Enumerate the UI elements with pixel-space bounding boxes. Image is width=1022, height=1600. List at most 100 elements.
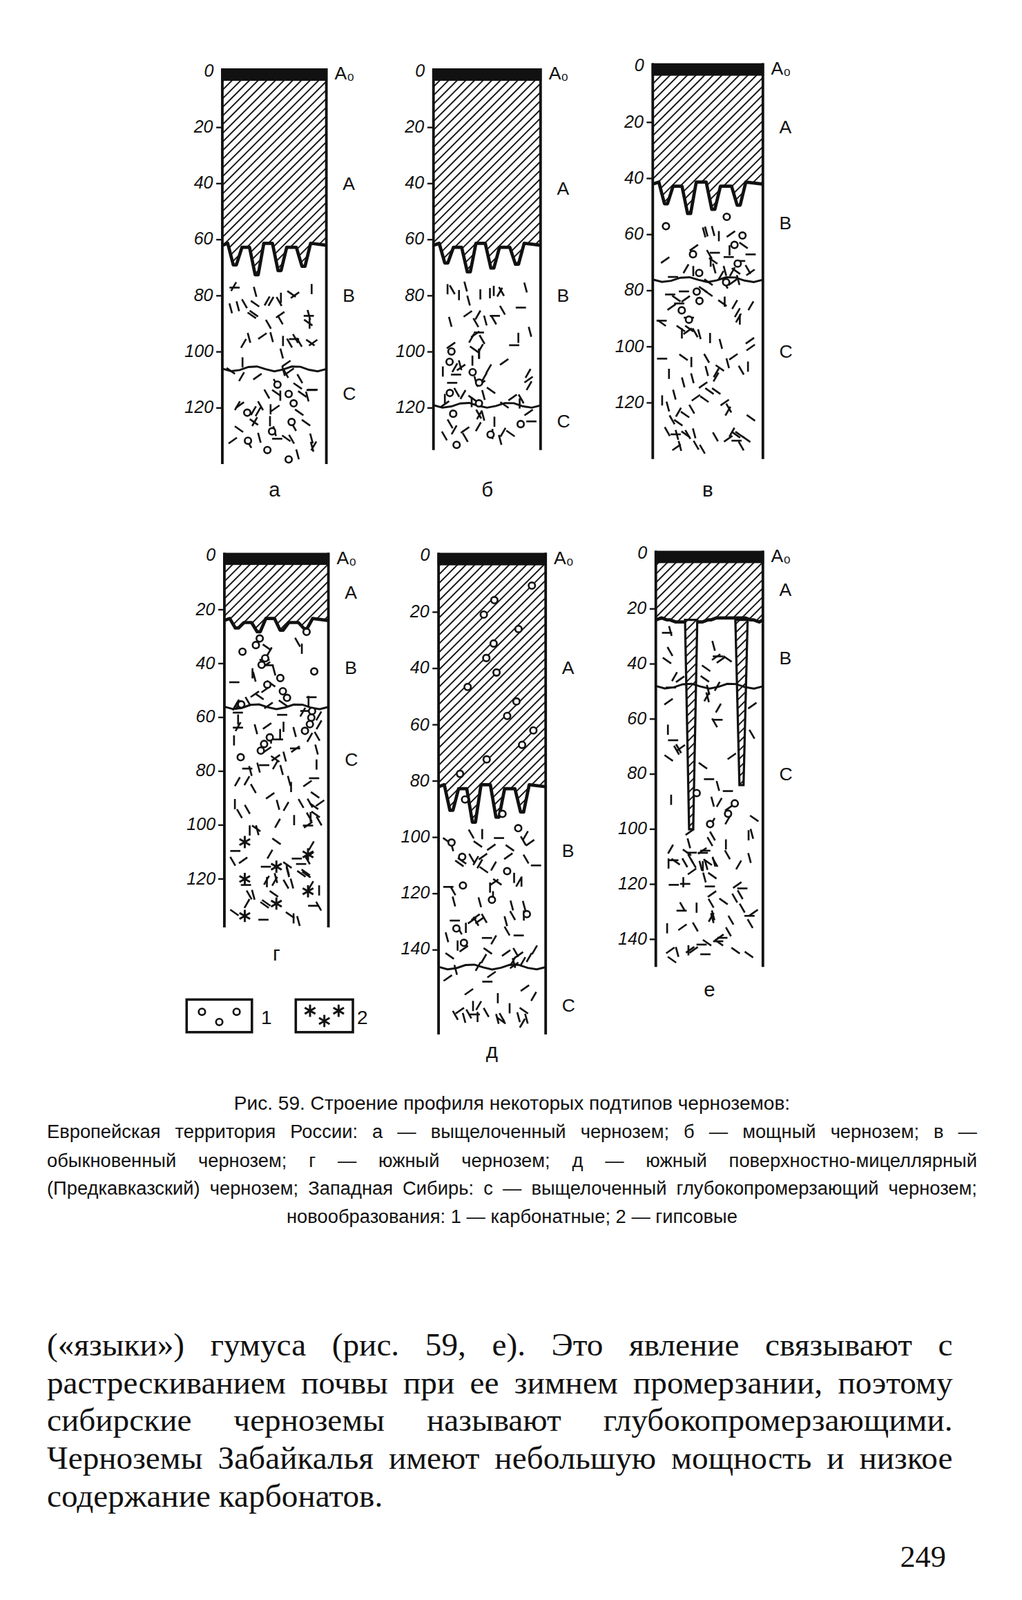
horizon-boundary (222, 366, 327, 372)
soil-texture (664, 427, 670, 437)
soil-texture (445, 952, 454, 959)
depth-number: 20 (624, 111, 644, 133)
soil-texture (510, 900, 514, 911)
horizon-label: C (778, 763, 793, 786)
depth-number: 60 (194, 229, 214, 250)
soil-texture (252, 417, 257, 427)
soil-texture (229, 286, 240, 289)
depth-number: 80 (410, 770, 430, 792)
carbonate-mark (448, 839, 455, 846)
depth-number: 120 (400, 883, 430, 904)
soil-texture (682, 858, 688, 868)
humus-boundary (438, 784, 546, 822)
humus-boundary (433, 243, 541, 272)
soil-texture (293, 383, 302, 389)
depth-number: 60 (627, 709, 647, 730)
soil-texture (307, 904, 319, 907)
carbonate-mark (490, 596, 498, 603)
soil-texture (452, 1010, 458, 1020)
soil-texture (508, 344, 520, 347)
soil-texture (520, 985, 529, 991)
depth-number: 80 (627, 763, 647, 785)
horizon-label: A (562, 658, 575, 680)
soil-texture (241, 357, 244, 368)
soil-texture (473, 917, 479, 927)
soil-texture (716, 703, 721, 713)
carbonate-mark (523, 910, 530, 918)
soil-texture (689, 404, 694, 414)
soil-texture (687, 868, 697, 875)
soil-texture (238, 857, 248, 864)
depth-tick (649, 828, 657, 831)
soil-texture (661, 394, 664, 406)
soil-texture (443, 975, 452, 981)
soil-texture (473, 841, 482, 847)
soil-texture (526, 952, 532, 962)
depth-number: 40 (404, 173, 424, 195)
soil-texture (263, 875, 269, 885)
soil-texture (524, 282, 527, 293)
soil-texture (302, 871, 311, 877)
soil-texture (308, 841, 314, 851)
soil-texture (293, 814, 296, 826)
soil-texture (475, 422, 481, 432)
soil-texture (708, 872, 717, 879)
soil-texture (276, 799, 280, 810)
soil-texture (667, 724, 670, 735)
soil-texture (673, 389, 677, 400)
carbonate-mark (517, 420, 524, 427)
soil-texture (517, 332, 520, 344)
depth-number: 100 (395, 341, 425, 363)
soil-texture (477, 410, 482, 420)
soil-texture (502, 950, 511, 956)
humus-horizon (433, 80, 541, 273)
carbonate-mark (685, 316, 692, 323)
soil-texture (656, 357, 668, 360)
soil-texture (714, 368, 719, 378)
soil-texture (712, 640, 716, 651)
soil-texture (686, 851, 697, 854)
depth-tick (649, 773, 657, 775)
soil-texture (301, 419, 311, 426)
soil-texture (226, 368, 235, 374)
soil-texture (258, 919, 269, 922)
carbonate-mark (487, 430, 494, 438)
soil-texture (464, 281, 467, 292)
litter-layer (651, 63, 764, 76)
soil-texture (722, 789, 734, 793)
depth-tick (218, 716, 225, 719)
soil-texture (285, 368, 294, 375)
soil-texture (490, 935, 496, 945)
depth-number: 60 (624, 224, 644, 246)
soil-texture (250, 301, 259, 307)
depth-number: 20 (410, 602, 430, 623)
horizon-label: C (344, 749, 358, 772)
soil-texture (296, 916, 300, 927)
gypsum-mark (239, 875, 250, 882)
soil-texture (315, 744, 319, 755)
soil-texture (253, 373, 262, 380)
soil-texture (287, 338, 293, 348)
caption-text: Европейская территория России: а — выщел… (46, 1117, 978, 1230)
carbonate-mark (480, 611, 487, 618)
depth-tick (646, 401, 653, 404)
depth-tick (427, 407, 434, 409)
figure-title: Рис. 59. Строение профиля некоторых подт… (46, 1088, 978, 1118)
column-side (325, 68, 329, 465)
soil-texture (242, 767, 253, 770)
soil-texture (250, 784, 256, 794)
soil-texture (287, 776, 291, 786)
soil-texture (741, 436, 750, 442)
carbonate-mark (310, 668, 317, 675)
depth-tick (646, 177, 653, 179)
soil-texture (452, 896, 456, 906)
soil-texture (695, 902, 698, 913)
soil-texture (524, 1013, 528, 1024)
soil-texture (232, 726, 244, 729)
soil-texture (251, 668, 254, 679)
soil-texture (291, 857, 302, 860)
soil-texture (282, 721, 285, 732)
soil-texture (488, 882, 491, 893)
soil-texture (264, 296, 270, 306)
soil-texture (705, 365, 709, 376)
